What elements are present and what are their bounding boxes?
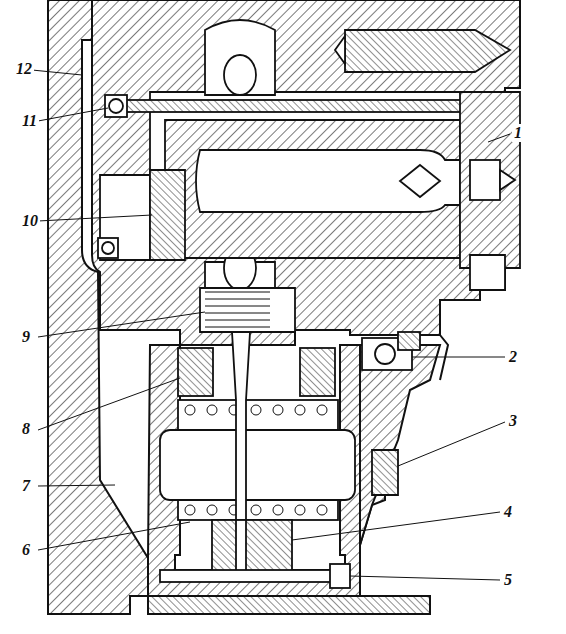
- drawing-stroke: [205, 327, 270, 328]
- drawing-stroke: [205, 299, 270, 300]
- drawing-stroke: [178, 348, 213, 396]
- drawing-stroke: [148, 596, 430, 614]
- callout-number: 2: [507, 348, 519, 366]
- drawing-stroke: [372, 450, 398, 495]
- callout-number: 9: [20, 328, 32, 346]
- drawing-stroke: [488, 134, 510, 142]
- drawing-stroke: [196, 150, 460, 212]
- drawing-stroke: [185, 505, 195, 515]
- drawing-stroke: [38, 485, 115, 486]
- drawing-stroke: [148, 345, 385, 612]
- drawing-stroke: [273, 405, 283, 415]
- drawing-stroke: [32, 70, 82, 75]
- drawing-stroke: [185, 405, 195, 415]
- drawing-stroke: [335, 36, 345, 64]
- drawing-stroke: [160, 570, 340, 582]
- drawing-stroke: [400, 165, 440, 197]
- drawing-stroke: [224, 55, 256, 95]
- callout-number: 1: [512, 124, 524, 142]
- drawing-stroke: [317, 505, 327, 515]
- callout-number: 8: [20, 420, 32, 438]
- drawing-stroke: [205, 292, 270, 293]
- drawing-stroke: [207, 405, 217, 415]
- drawing-stroke: [212, 520, 292, 575]
- callout-number: 4: [502, 503, 514, 521]
- drawing-stroke: [102, 242, 114, 254]
- drawing-stroke: [160, 430, 355, 500]
- drawing-stroke: [317, 405, 327, 415]
- drawing-stroke: [295, 505, 305, 515]
- drawing-stroke: [150, 92, 490, 258]
- drawing-stroke: [251, 405, 261, 415]
- callout-number: 3: [507, 412, 519, 430]
- drawing-stroke: [205, 292, 270, 327]
- drawing-stroke: [98, 238, 118, 258]
- leader-lines: [32, 70, 510, 580]
- drawing-stroke: [165, 120, 460, 258]
- drawing-stroke: [92, 0, 520, 345]
- drawing-stroke: [300, 348, 335, 396]
- drawing-stroke: [350, 576, 500, 580]
- drawing-stroke: [470, 160, 500, 200]
- drawing-stroke: [398, 332, 420, 350]
- drawing-stroke: [205, 20, 275, 95]
- housing: [48, 0, 520, 614]
- callout-number: 7: [20, 477, 32, 495]
- drawing-stroke: [345, 30, 510, 72]
- drawing-stroke: [251, 505, 261, 515]
- drawing-stroke: [185, 405, 327, 515]
- drawing-stroke: [470, 255, 505, 290]
- callout-number: 5: [502, 571, 514, 589]
- drawing-stroke: [292, 512, 500, 540]
- callout-number: 12: [14, 60, 34, 78]
- drawing-stroke: [105, 95, 127, 117]
- drawing-stroke: [150, 170, 185, 260]
- drawing-stroke: [232, 332, 250, 520]
- drawing-stroke: [375, 344, 395, 364]
- drawing-stroke: [38, 522, 190, 550]
- drawing-stroke: [38, 312, 205, 337]
- drawing-stroke: [109, 99, 123, 113]
- callout-number: 10: [20, 212, 40, 230]
- drawing-stroke: [38, 108, 108, 121]
- drawing-stroke: [412, 357, 505, 358]
- drawing-stroke: [330, 564, 350, 588]
- drawing-stroke: [500, 170, 515, 190]
- callout-number: 6: [20, 541, 32, 559]
- drawing-stroke: [207, 505, 217, 515]
- drawing-stroke: [236, 520, 246, 575]
- callout-number: 11: [20, 112, 39, 130]
- drawing-stroke: [205, 320, 270, 321]
- drawing-stroke: [460, 92, 520, 268]
- drawing-stroke: [295, 405, 305, 415]
- drawing-stroke: [205, 306, 270, 307]
- inner-parts: [98, 20, 520, 588]
- drawing-stroke: [38, 215, 152, 221]
- drawing-stroke: [110, 100, 490, 112]
- drawing-stroke: [38, 378, 180, 430]
- drawing-stroke: [205, 313, 270, 314]
- drawing-stroke: [273, 505, 283, 515]
- drawing-stroke: [200, 288, 295, 332]
- drawing-stroke: [398, 422, 505, 466]
